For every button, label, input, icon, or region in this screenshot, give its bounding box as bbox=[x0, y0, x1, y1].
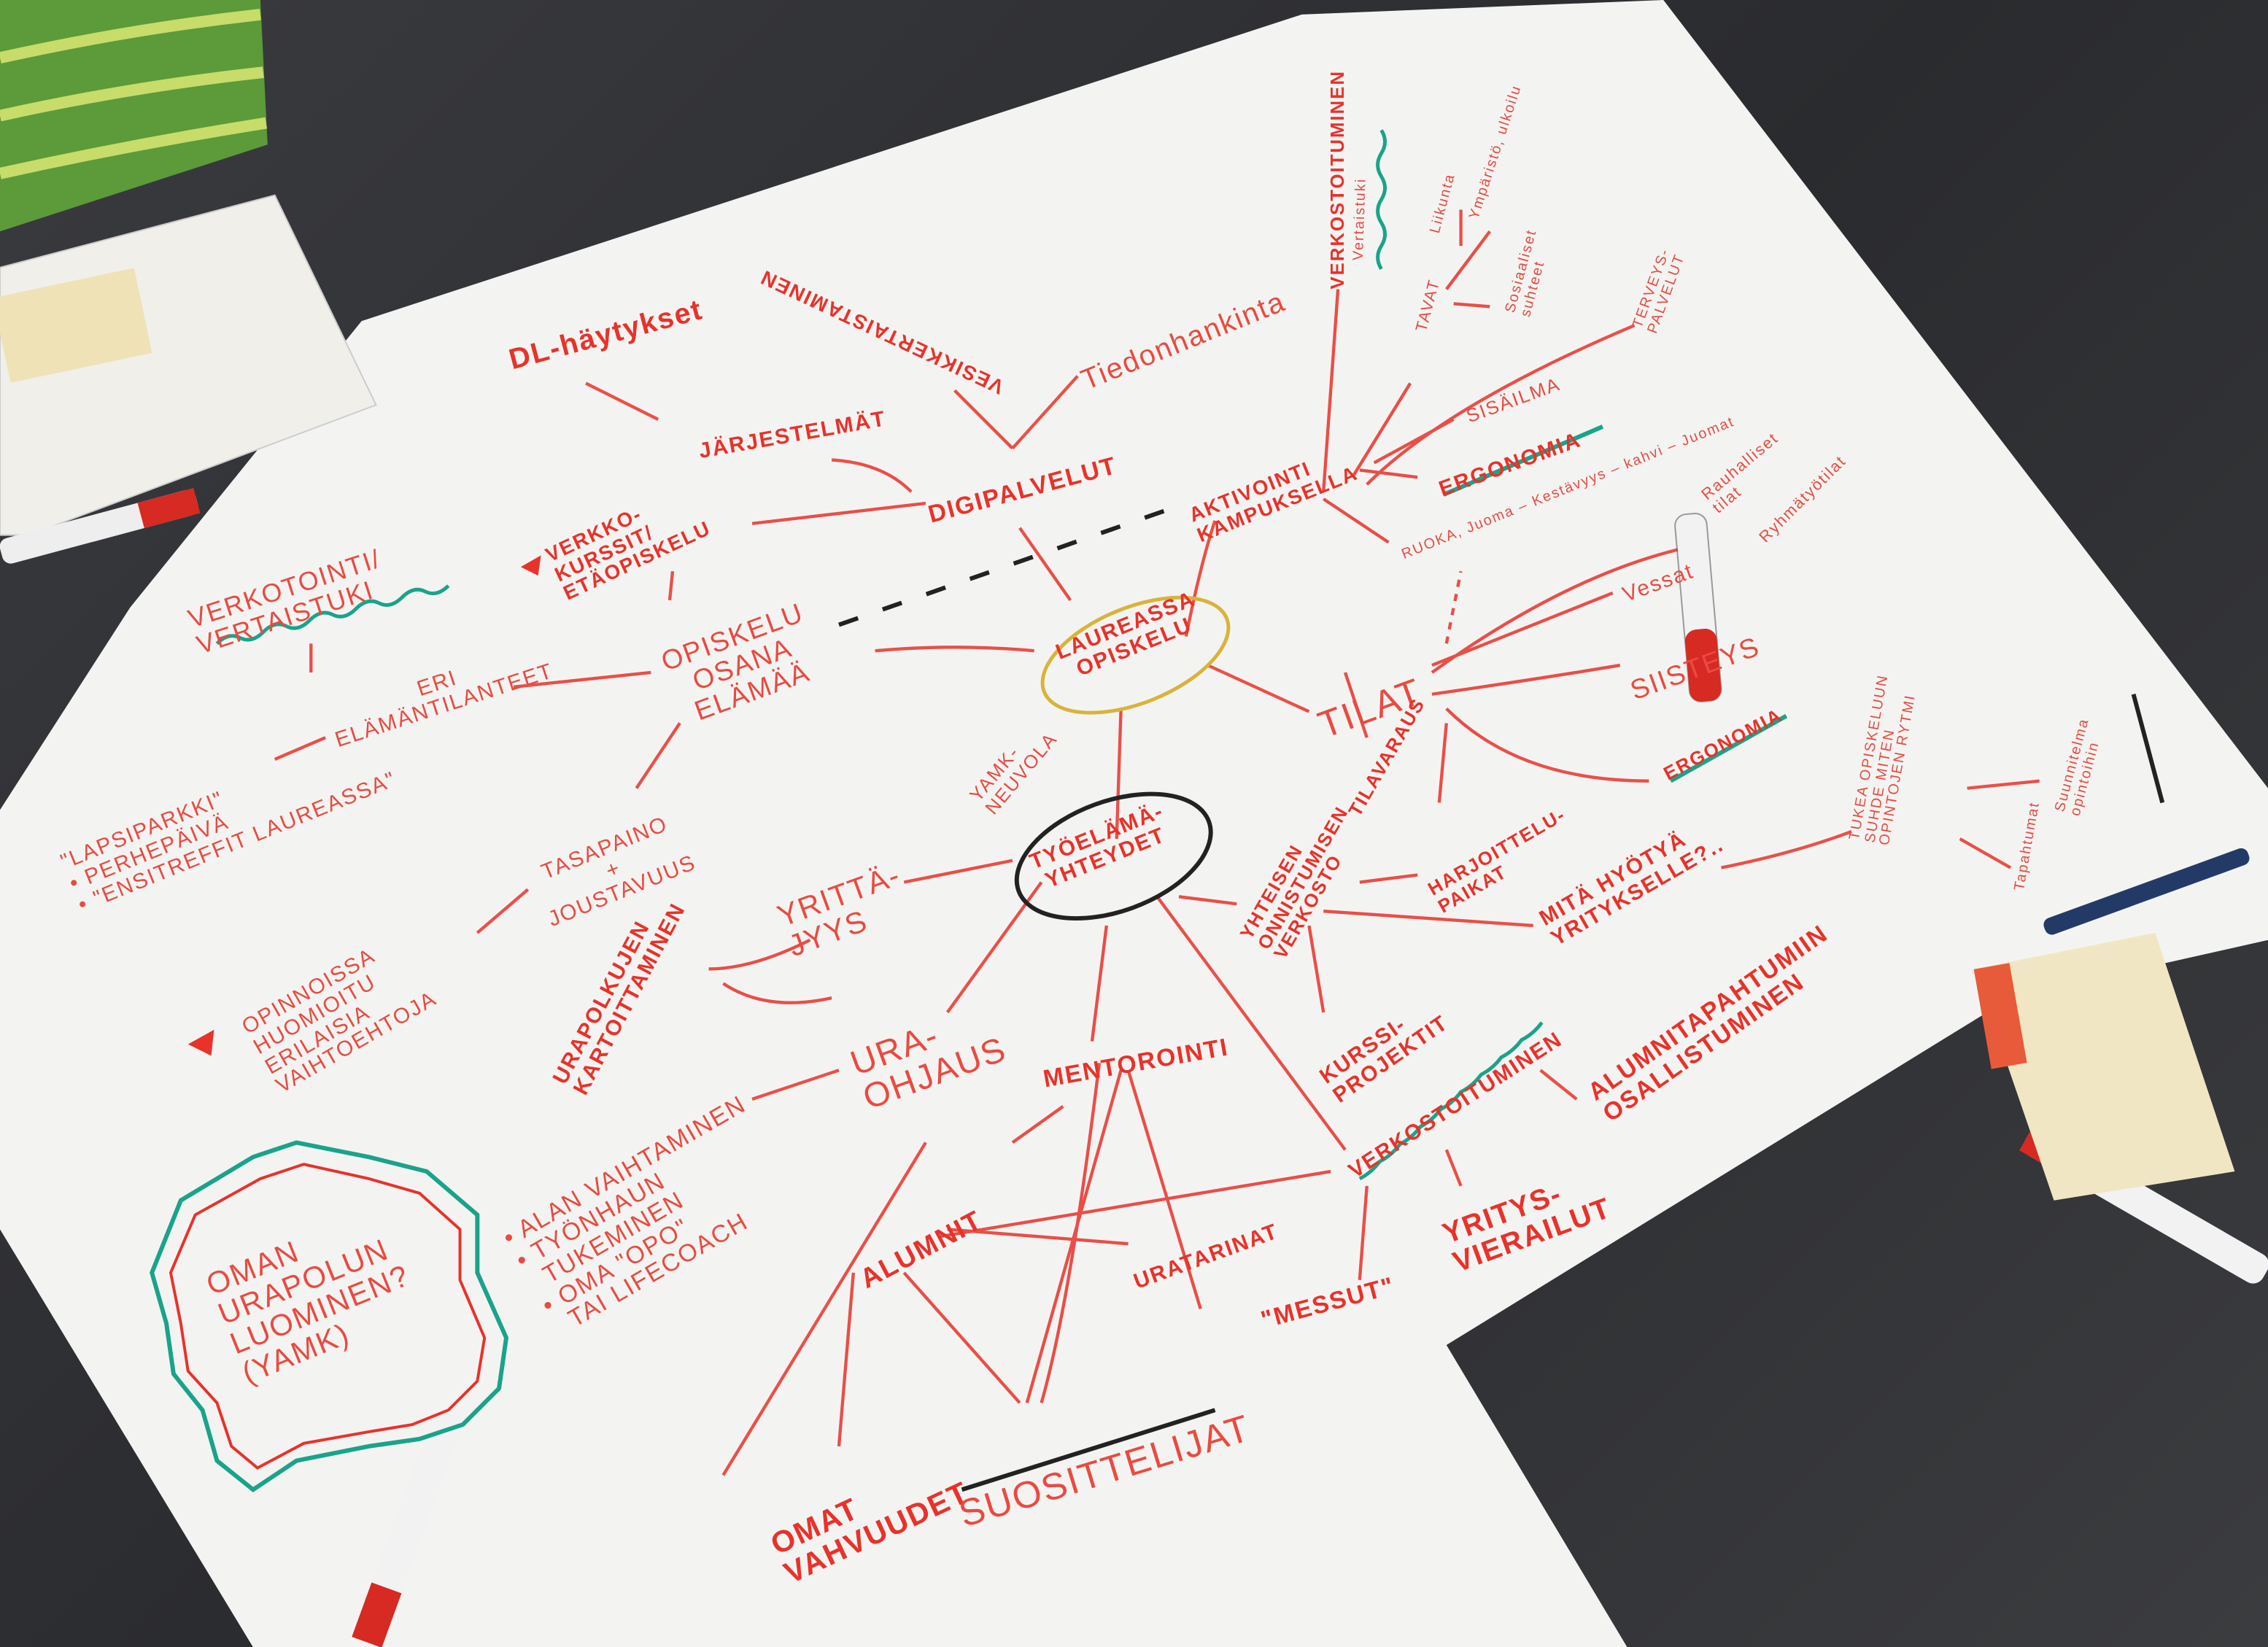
starburst-badge-red bbox=[169, 1163, 487, 1470]
pen-blue bbox=[2043, 848, 2250, 935]
teal-underline-ergonomia2 bbox=[1669, 713, 1788, 783]
teal-wave-top bbox=[1376, 129, 1387, 271]
green-poster bbox=[0, 0, 268, 232]
marker-center bbox=[1674, 512, 1722, 702]
marker-bottom bbox=[352, 1408, 463, 1647]
black-mark-right bbox=[2131, 693, 2165, 804]
arrow-triangle-2 bbox=[187, 1029, 214, 1056]
teal-wave-verkotointi bbox=[215, 584, 450, 646]
brochure-colors bbox=[1973, 963, 2027, 1069]
starburst-badge-teal bbox=[150, 1140, 509, 1492]
tyoelama-circle bbox=[1014, 791, 1213, 921]
dashed-link bbox=[838, 501, 1187, 627]
sticky-note bbox=[0, 268, 152, 383]
label-verkostoituminen-top: VERKOSTOITUMINEN bbox=[1326, 70, 1348, 290]
mindmap-lines bbox=[274, 209, 2040, 1476]
brochure bbox=[1974, 932, 2235, 1201]
arrow-triangle-1 bbox=[520, 555, 541, 576]
teal-wave-verkosto bbox=[1358, 1021, 1544, 1181]
label-vertaistuki: Vertaistuki bbox=[1350, 177, 1370, 261]
teal-underline-ergonomia bbox=[1442, 425, 1604, 497]
black-underline-suosittelijat bbox=[961, 1408, 1216, 1492]
laureassa-circle bbox=[1040, 595, 1231, 715]
marker-left bbox=[0, 487, 201, 564]
